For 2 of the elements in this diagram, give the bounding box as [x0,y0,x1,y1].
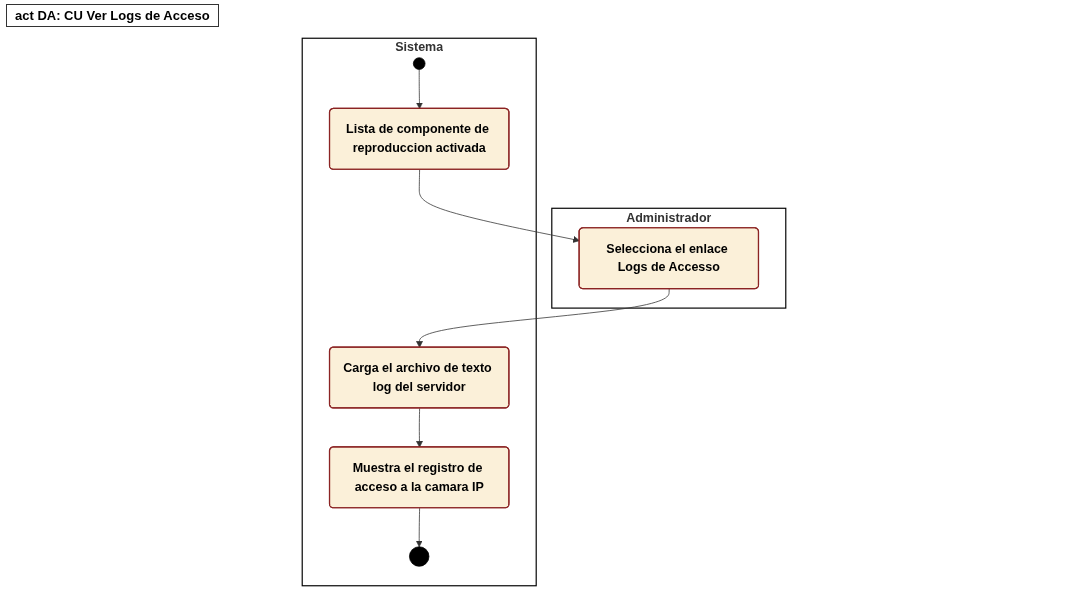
node-circle [412,57,426,70]
diagram-title: act DA: CU Ver Logs de Acceso [6,4,219,27]
